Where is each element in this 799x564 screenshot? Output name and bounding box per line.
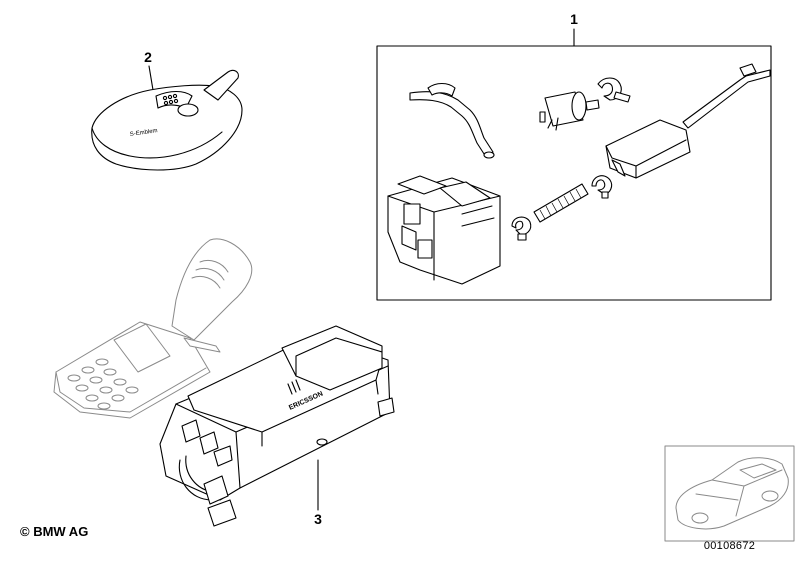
coolant-hose [409, 82, 495, 159]
callout-1-label: 1 [570, 11, 578, 27]
telephone-transceiver-box: ERICSSON [159, 325, 395, 527]
callout-3-label: 3 [314, 511, 322, 527]
kit-frame [376, 45, 772, 301]
pipe-clamp-middle [591, 175, 613, 199]
vehicle-thumbnail [664, 445, 795, 542]
phone-keypad [67, 358, 139, 410]
mobile-phone [53, 238, 253, 419]
cable-loop [178, 459, 213, 501]
remote-logo-button [177, 103, 199, 117]
parking-heater-unit [387, 175, 501, 285]
callout-2-label: 2 [144, 49, 152, 65]
callout-2-leader [148, 65, 154, 91]
ericsson-logo-icon [287, 379, 301, 395]
flexible-exhaust-pipe [533, 183, 589, 223]
remote-brand-text: S-Emblem [129, 128, 158, 138]
thumbnail-frame [664, 445, 795, 542]
copyright-notice: © BMW AG [20, 524, 89, 539]
remote-button-grid [162, 93, 179, 106]
exhaust-silencer [605, 63, 771, 179]
remote-control-transmitter: S-Emblem [91, 69, 243, 171]
pipe-clamp-upper [597, 77, 631, 103]
diagram-reference-number: 00108672 [703, 540, 756, 552]
solenoid-valve [539, 91, 600, 131]
pipe-clamp-lower [511, 216, 532, 241]
